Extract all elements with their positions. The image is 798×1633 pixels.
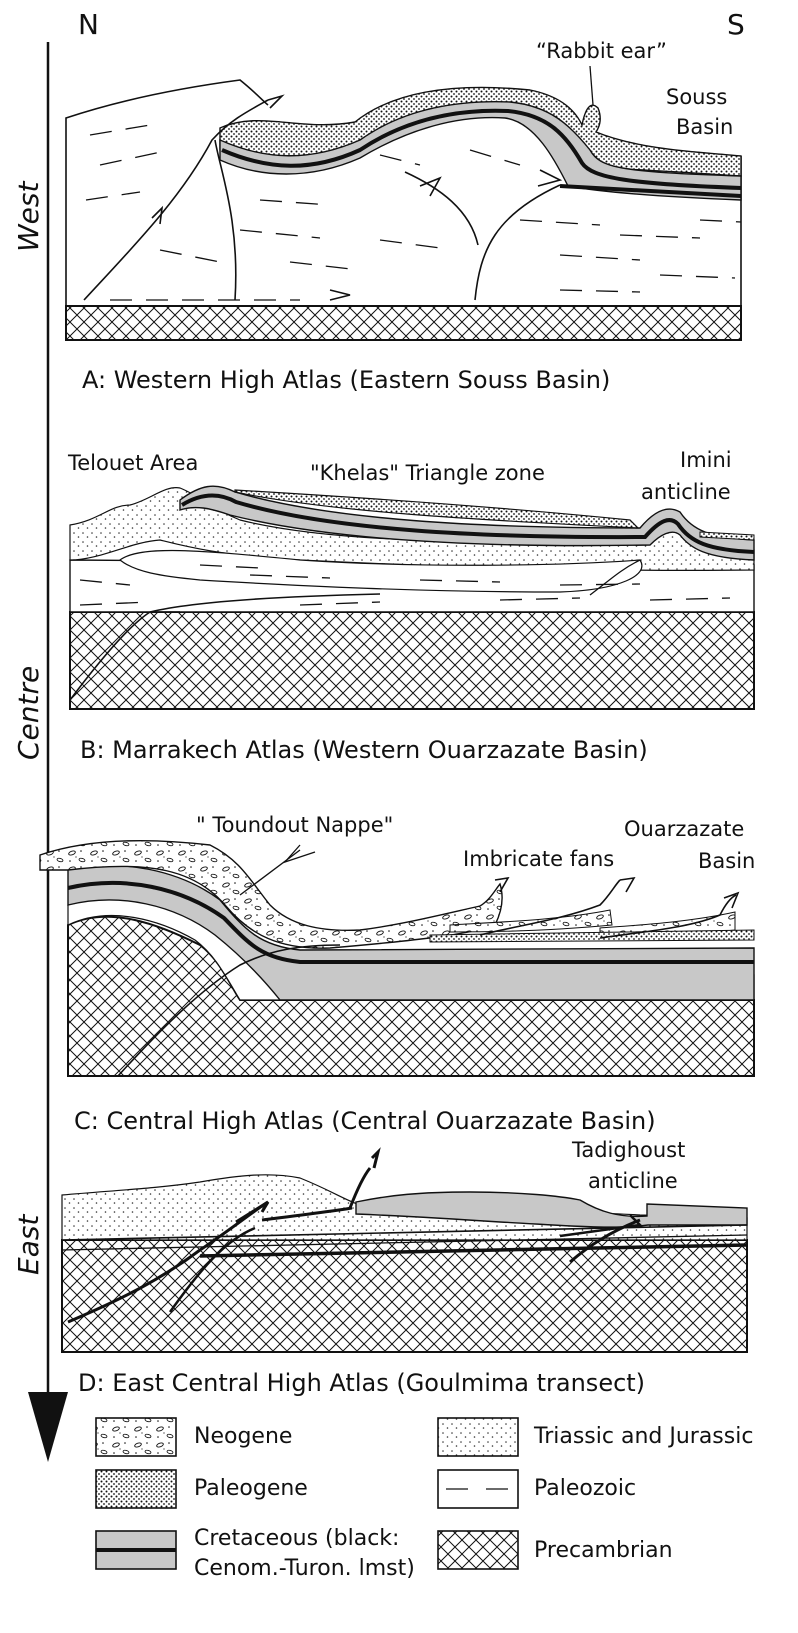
toundout-leader <box>239 849 301 896</box>
section-d-cross-section <box>61 1147 748 1353</box>
label-rabbit-ear: “Rabbit ear” <box>536 39 667 63</box>
legend-label-cretaceous-1: Cretaceous (black: <box>194 1526 399 1551</box>
label-tadighoust: Tadighoust <box>571 1138 685 1162</box>
rabbit-ear-pointer <box>589 65 594 106</box>
south-label: S <box>727 8 745 41</box>
legend-swatch-triassic-jurassic <box>437 1417 519 1457</box>
label-souss-basin: Basin <box>676 115 733 139</box>
label-ouarzazate-basin: Basin <box>698 849 755 873</box>
label-khelas-triangle-zone: "Khelas" Triangle zone <box>310 461 545 485</box>
north-label: N <box>78 8 99 41</box>
legend-label-paleogene: Paleogene <box>194 1476 308 1501</box>
legend-label-cretaceous-2: Cenom.-Turon. lmst) <box>194 1556 415 1581</box>
caption-section-d: D: East Central High Atlas (Goulmima tra… <box>78 1369 645 1397</box>
legend-label-paleozoic: Paleozoic <box>534 1476 636 1501</box>
label-ouarzazate: Ouarzazate <box>624 817 744 841</box>
legend-label-triassic-jurassic: Triassic and Jurassic <box>533 1424 753 1449</box>
legend-label-precambrian: Precambrian <box>534 1538 673 1563</box>
section-c-cross-section <box>39 839 755 1077</box>
label-souss: Souss <box>666 85 727 109</box>
caption-section-c: C: Central High Atlas (Central Ouarzazat… <box>74 1107 656 1135</box>
label-telouet-area: Telouet Area <box>67 451 198 475</box>
label-imbricate-fans: Imbricate fans <box>463 847 614 871</box>
legend-swatch-paleogene <box>95 1469 177 1509</box>
section-b-cross-section <box>69 485 755 710</box>
west-east-arrow <box>28 42 68 1462</box>
label-toundout-nappe: " Toundout Nappe" <box>196 813 393 837</box>
axis-west-label: West <box>12 181 45 253</box>
axis-centre-label: Centre <box>12 666 45 760</box>
caption-section-b: B: Marrakech Atlas (Western Ouarzazate B… <box>80 736 648 764</box>
label-tadighoust-anticline: anticline <box>588 1169 678 1193</box>
legend-swatch-neogene <box>95 1417 177 1457</box>
caption-section-a: A: Western High Atlas (Eastern Souss Bas… <box>82 366 610 394</box>
legend-label-neogene: Neogene <box>194 1424 292 1449</box>
label-imini-anticline: anticline <box>641 480 731 504</box>
section-a-cross-section <box>65 79 742 341</box>
legend-swatch-precambrian <box>437 1530 519 1570</box>
label-imini: Imini <box>680 448 732 472</box>
axis-east-label: East <box>12 1214 45 1275</box>
toundout-pointer <box>282 844 316 864</box>
legend: Neogene Triassic and Jurassic Paleogene … <box>95 1417 753 1581</box>
